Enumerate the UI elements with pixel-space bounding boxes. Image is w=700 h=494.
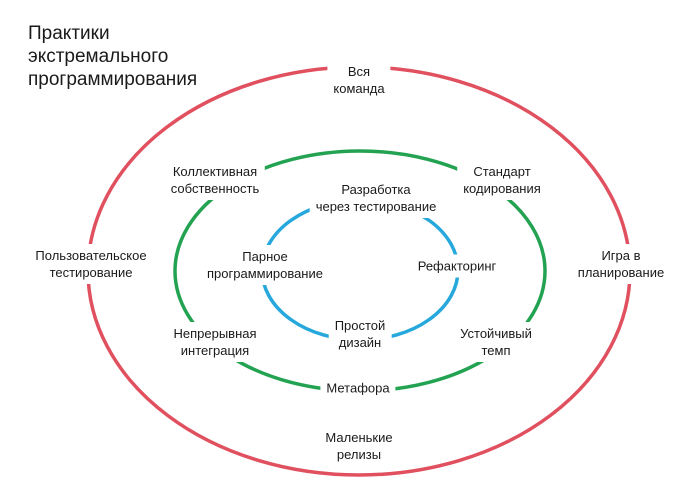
label-customer-tests: Пользовательское тестирование bbox=[29, 244, 153, 284]
label-pair-programming: Парное программирование bbox=[201, 245, 329, 285]
label-metaphor: Метафора bbox=[320, 376, 396, 400]
label-simple-design: Простой дизайн bbox=[328, 314, 392, 354]
label-planning-game: Игра в планирование bbox=[571, 244, 671, 284]
label-collective-ownership: Коллективная собственность bbox=[164, 160, 266, 200]
label-test-driven-development: Разработка через тестирование bbox=[309, 178, 443, 218]
diagram-title: Практики экстремального программирования bbox=[28, 23, 198, 90]
outer-ring bbox=[86, 65, 632, 477]
label-sustainable-pace: Устойчивый темп bbox=[454, 322, 538, 362]
label-whole-team: Вся команда bbox=[327, 60, 391, 100]
label-small-releases: Маленькие релизы bbox=[319, 426, 399, 466]
label-refactoring: Рефакторинг bbox=[411, 254, 503, 278]
label-coding-standard: Стандарт кодирования bbox=[457, 160, 547, 200]
label-continuous-integration: Непрерывная интеграция bbox=[167, 322, 263, 362]
